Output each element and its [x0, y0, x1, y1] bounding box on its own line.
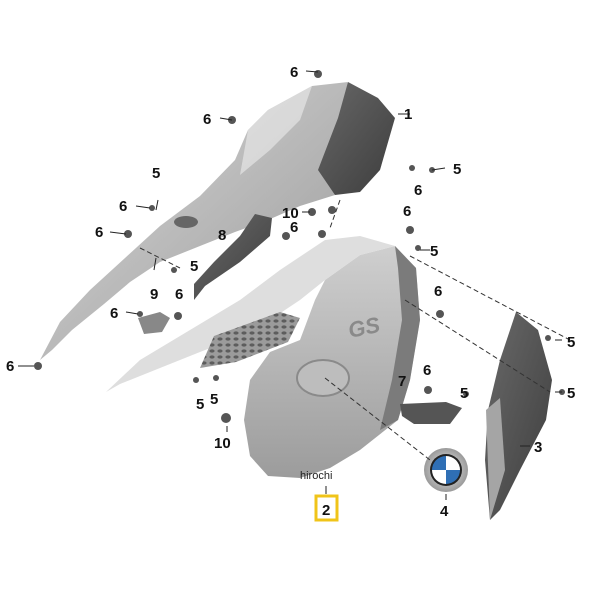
- callout-6: 6: [414, 182, 422, 199]
- callout-5: 5: [567, 334, 575, 351]
- fasteners: [34, 70, 565, 423]
- part-9-bracket: [138, 312, 170, 334]
- callout-6: 6: [119, 198, 127, 215]
- callout-6: 6: [290, 219, 298, 236]
- callout-5: 5: [460, 385, 468, 402]
- callout-5: 5: [567, 385, 575, 402]
- callout-3: 3: [534, 439, 542, 456]
- callout-6: 6: [110, 305, 118, 322]
- callout-6: 6: [434, 283, 442, 300]
- callout-6: 6: [95, 224, 103, 241]
- callout-10: 10: [214, 435, 231, 452]
- callout-9: 9: [150, 286, 158, 303]
- part-3-trim: [485, 312, 552, 520]
- callout-5: 5: [196, 396, 204, 413]
- callout-6: 6: [423, 362, 431, 379]
- leader-lines: [18, 70, 571, 500]
- callout-2: 2: [322, 502, 330, 519]
- part-1-upper-cover: [40, 82, 395, 360]
- part-2-side-panel: GS: [106, 236, 420, 478]
- part-7-clip: [400, 402, 462, 424]
- callout-6: 6: [175, 286, 183, 303]
- callout-1: 1: [404, 106, 412, 123]
- callout-7: 7: [398, 373, 406, 390]
- callout-6: 6: [403, 203, 411, 220]
- callout-6: 6: [203, 111, 211, 128]
- callout-5: 5: [430, 243, 438, 260]
- callouts: 6 1 6 5 6 5 6 10 6 6 8 6 5 5 9 6 6 6 5 6…: [6, 64, 575, 522]
- callout-10: 10: [282, 205, 299, 222]
- callout-4: 4: [440, 503, 449, 520]
- callout-2-highlight: [314, 494, 339, 522]
- callout-6: 6: [6, 358, 14, 375]
- callout-6: 6: [290, 64, 298, 81]
- callout-5: 5: [152, 165, 160, 182]
- part-4-badge-icon: [424, 448, 468, 492]
- callout-8: 8: [218, 227, 226, 244]
- watermark: hirochi: [300, 470, 332, 482]
- part-8-strip: [194, 214, 272, 300]
- callout-5: 5: [453, 161, 461, 178]
- callout-5: 5: [190, 258, 198, 275]
- callout-5: 5: [210, 391, 218, 408]
